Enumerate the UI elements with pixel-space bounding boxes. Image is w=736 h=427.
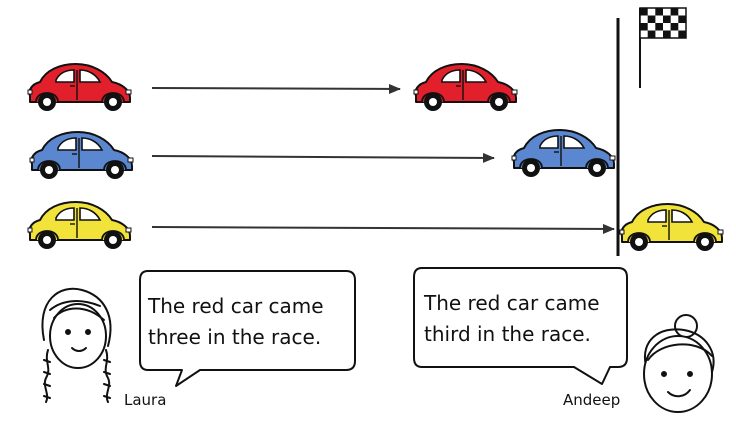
yellow-car-arrow [151,223,615,234]
blue-car-end [511,129,616,178]
yellow-car-start [27,201,132,250]
andeep-speech-line-1: The red car came [424,291,600,315]
red-car-end [413,63,518,112]
blue-car-start [29,131,134,180]
andeep-speech-bubble [413,267,628,385]
red-car-start [27,63,132,112]
laura-speech-line-1: The red car came [148,294,324,318]
blue-car-arrow [151,152,495,163]
laura-name-label: Laura [124,391,167,409]
yellow-car-end [619,203,724,252]
checkered-flag-icon [639,7,687,88]
andeep-name-label: Andeep [563,391,621,409]
laura-speech-line-2: three in the race. [148,325,322,349]
andeep-avatar [643,314,715,413]
andeep-speech-line-2: third in the race. [424,322,591,346]
red-car-arrow [151,83,401,94]
laura-avatar [41,287,112,403]
laura-speech-bubble [139,270,356,387]
